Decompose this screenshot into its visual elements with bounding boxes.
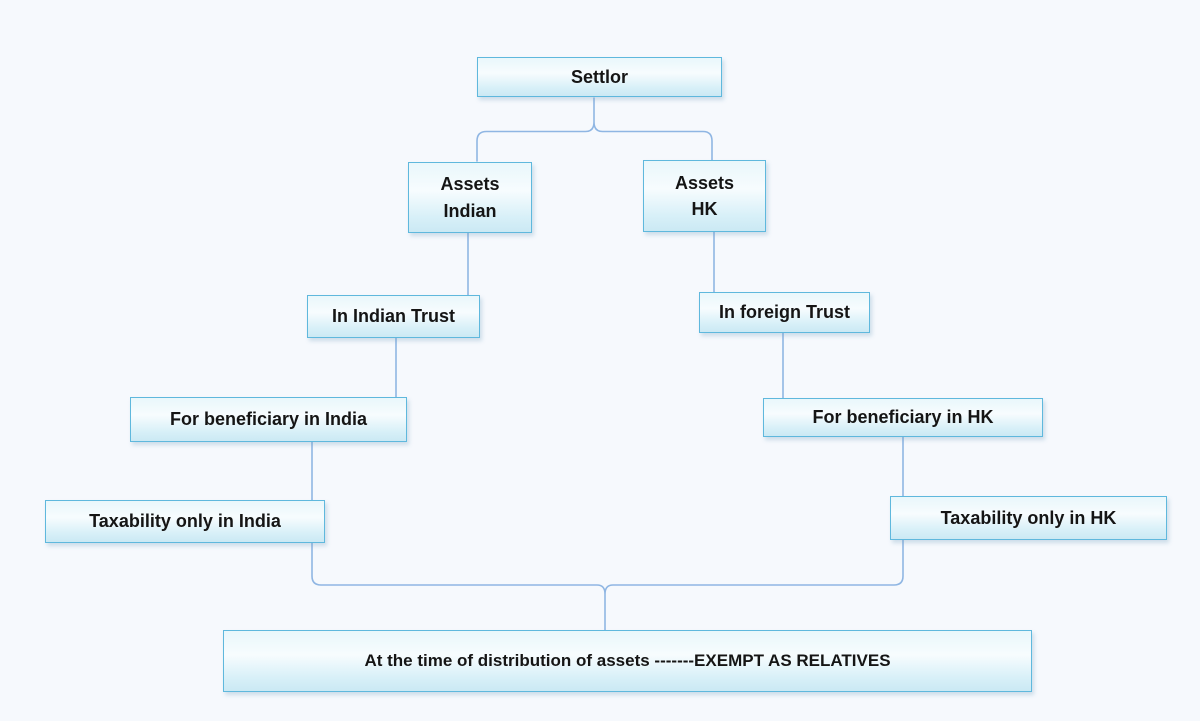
node-assets-hk-label: Assets HK [674,172,735,219]
node-for-beneficiary-india-label: For beneficiary in India [169,409,368,430]
node-in-indian-trust-label: In Indian Trust [331,306,455,327]
node-for-beneficiary-india: For beneficiary in India [130,397,407,442]
connector-settlor-split [476,97,713,162]
node-settlor: Settlor [477,57,722,97]
node-distribution-exempt-label: At the time of distribution of assets --… [364,650,891,670]
node-assets-indian: Assets Indian [408,162,532,233]
node-settlor-label: Settlor [570,66,628,87]
node-taxability-india-label: Taxability only in India [89,511,281,532]
node-taxability-hk: Taxability only in HK [890,496,1167,540]
node-in-foreign-trust-label: In foreign Trust [718,302,850,323]
node-distribution-exempt: At the time of distribution of assets --… [223,630,1032,692]
connector-merge-distribution [311,435,904,632]
node-assets-hk: Assets HK [643,160,766,232]
node-taxability-india: Taxability only in India [45,500,325,543]
node-assets-indian-label: Assets Indian [440,174,500,221]
node-for-beneficiary-hk: For beneficiary in HK [763,398,1043,437]
node-taxability-hk-label: Taxability only in HK [940,507,1117,528]
node-for-beneficiary-hk-label: For beneficiary in HK [812,407,994,428]
node-in-indian-trust: In Indian Trust [307,295,480,338]
node-in-foreign-trust: In foreign Trust [699,292,870,333]
